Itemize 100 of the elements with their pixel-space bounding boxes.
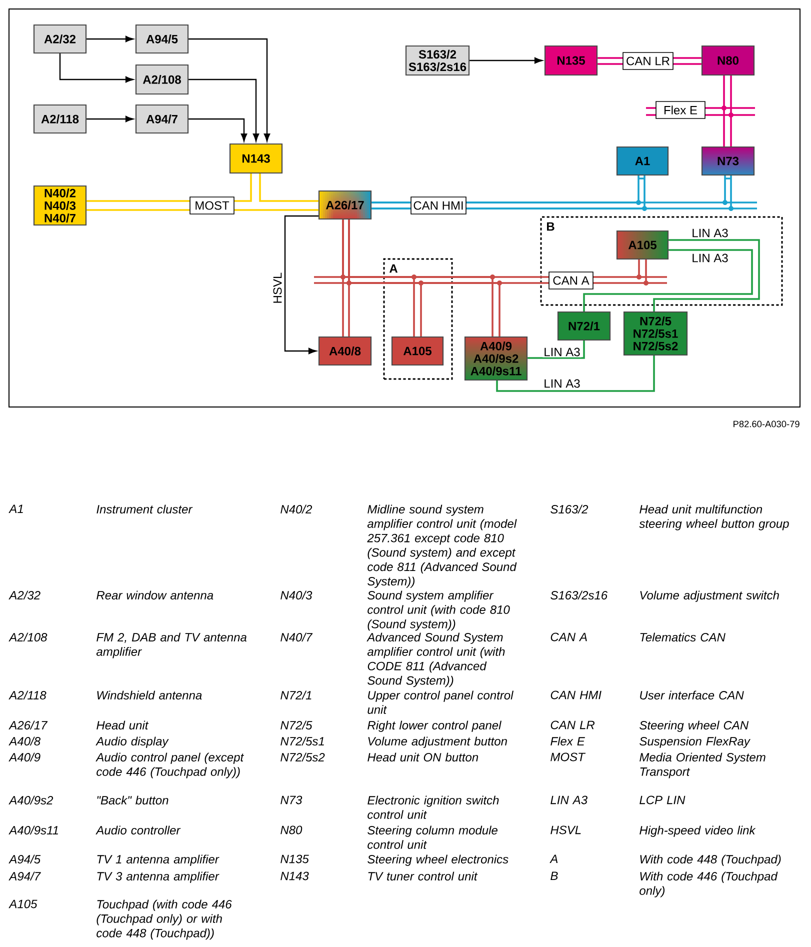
connection-line xyxy=(496,356,655,392)
description-text: Touchpad (with code 446 (Touchpad only) or with code 448 (Touchpad)) xyxy=(96,900,232,940)
arrow xyxy=(470,57,542,64)
code-text: N72/5s1 xyxy=(280,736,324,746)
code-text: N72/5 xyxy=(280,720,312,730)
description-text: Head unit ON button xyxy=(368,752,478,762)
description-text: Audio display xyxy=(96,736,169,748)
description-text: Audio control panel (except code 446 (Touchpad only)) xyxy=(96,752,244,778)
component-box: N40/2 N40/3 N40/7 xyxy=(33,185,87,226)
description-text: "Back" button xyxy=(97,796,168,805)
code-text: A1 xyxy=(8,504,23,513)
description-text: Instrument cluster xyxy=(96,504,193,514)
arrow xyxy=(188,38,270,142)
description-text: Advanced Sound System amplifier control unit (with CODE 811 (Advanced Sound System)) xyxy=(366,632,505,688)
code-text: MOST xyxy=(550,752,586,762)
bus-label: CAN A xyxy=(548,272,594,290)
component-box: N72/1 xyxy=(557,311,611,341)
code-text: A40/9s11 xyxy=(8,826,58,835)
description-text: Audio controller xyxy=(96,826,181,835)
description-text: Media Oriented System Transport xyxy=(640,752,766,778)
description-text: Suspension FlexRay xyxy=(640,736,750,748)
code-text: S163/2s16 xyxy=(550,590,608,600)
component-box: A40/9 A40/9s2 A40/9s11 xyxy=(464,336,528,381)
code-text: A94/5 xyxy=(8,854,41,864)
description-text: Volume adjustment switch xyxy=(640,590,779,602)
bus-label: Flex E xyxy=(656,101,706,119)
code-text: N72/5s2 xyxy=(280,752,325,762)
code-text: A40/9 xyxy=(8,752,40,762)
description-text: LCP LIN xyxy=(640,796,686,804)
edge-label: HSVL xyxy=(272,271,283,305)
code-text: CAN LR xyxy=(550,720,594,730)
code-text: N143 xyxy=(280,872,309,880)
description-text: With code 448 (Touchpad) xyxy=(640,854,781,866)
description-text: Steering wheel CAN xyxy=(640,720,749,732)
code-text: LIN A3 xyxy=(550,796,588,804)
bus-label: CAN LR xyxy=(622,52,674,70)
description-text: Steering column module control unit xyxy=(368,826,498,849)
description-text: Head unit multifunction steering wheel button group xyxy=(639,504,789,530)
drawing-number: P82.60-A030-79 xyxy=(734,420,800,428)
connection-line xyxy=(653,239,760,312)
component-box: A94/7 xyxy=(135,104,189,134)
code-text: A xyxy=(550,854,558,863)
code-text: HSVL xyxy=(550,826,581,834)
description-text: Right lower control panel xyxy=(368,720,502,732)
description-text: Midline sound system amplifier control unit (model 257.361 except code 810 (Sound system) and except code 811 (Advanced Sound System)) xyxy=(367,504,517,588)
component-box: A94/5 xyxy=(135,24,189,54)
code-text: N40/7 xyxy=(280,632,313,642)
description-text: High-speed video link xyxy=(640,826,756,837)
description-text: TV 3 antenna amplifier xyxy=(97,872,220,883)
code-text: N40/2 xyxy=(280,504,312,514)
description-text: Windshield antenna xyxy=(97,690,202,700)
code-text: A40/9s2 xyxy=(8,796,54,805)
component-box: N135 xyxy=(544,45,598,76)
description-text: Steering wheel electronics xyxy=(368,854,508,866)
code-text: CAN HMI xyxy=(550,690,602,700)
edge-label: LIN A3 xyxy=(690,228,730,238)
description-text: User interface CAN xyxy=(640,690,744,700)
description-text: Electronic ignition switch control unit xyxy=(368,796,499,819)
connection-line xyxy=(528,340,585,359)
component-box: A2/32 xyxy=(33,24,87,54)
component-box: A2/108 xyxy=(135,64,189,95)
component-box: S163/2 S163/2s16 xyxy=(405,45,470,76)
description-text: Head unit xyxy=(96,720,149,730)
description-text: Volume adjustment button xyxy=(368,736,507,748)
component-box: A1 xyxy=(616,146,669,176)
code-text: N80 xyxy=(280,826,302,834)
description-text: Telematics CAN xyxy=(640,632,726,642)
code-text: N73 xyxy=(280,796,302,804)
arrow xyxy=(284,215,318,354)
code-text: A94/7 xyxy=(8,872,41,881)
description-text: TV tuner control unit xyxy=(368,872,478,881)
edge-label: LIN A3 xyxy=(542,346,582,358)
arrow xyxy=(86,36,134,42)
connection-line xyxy=(583,249,753,312)
description-text: Sound system amplifier control unit (with code 810 (Sound system)) xyxy=(368,590,510,631)
component-box: N73 xyxy=(701,146,755,176)
arrow xyxy=(188,118,248,142)
code-text: A2/32 xyxy=(8,590,40,600)
code-text: CAN A xyxy=(550,632,587,642)
component-box: A105 xyxy=(391,336,444,366)
bus-label: CAN HMI xyxy=(410,196,466,214)
code-text: N72/1 xyxy=(280,690,312,700)
component-box: N80 xyxy=(701,45,755,76)
description-text: TV 1 antenna amplifier xyxy=(97,854,220,866)
connection-line xyxy=(342,218,668,284)
component-box: N72/5 N72/5s1 N72/5s2 xyxy=(623,311,688,356)
code-text: S163/2 xyxy=(550,504,588,514)
code-text: A40/8 xyxy=(8,736,40,746)
arrow xyxy=(188,78,260,142)
code-text: B xyxy=(550,872,558,880)
component-box: A2/118 xyxy=(33,104,87,134)
arrow xyxy=(86,116,134,122)
description-text: Upper control panel control unit xyxy=(368,690,514,714)
bus-label: MOST xyxy=(190,196,234,214)
code-text: A2/118 xyxy=(8,690,46,700)
code-text: A2/108 xyxy=(8,632,48,642)
component-box: A26/17 xyxy=(318,190,372,220)
component-box: N143 xyxy=(229,143,283,174)
description-text: With code 446 (Touchpad only) xyxy=(640,872,778,898)
connection-line xyxy=(259,174,318,202)
